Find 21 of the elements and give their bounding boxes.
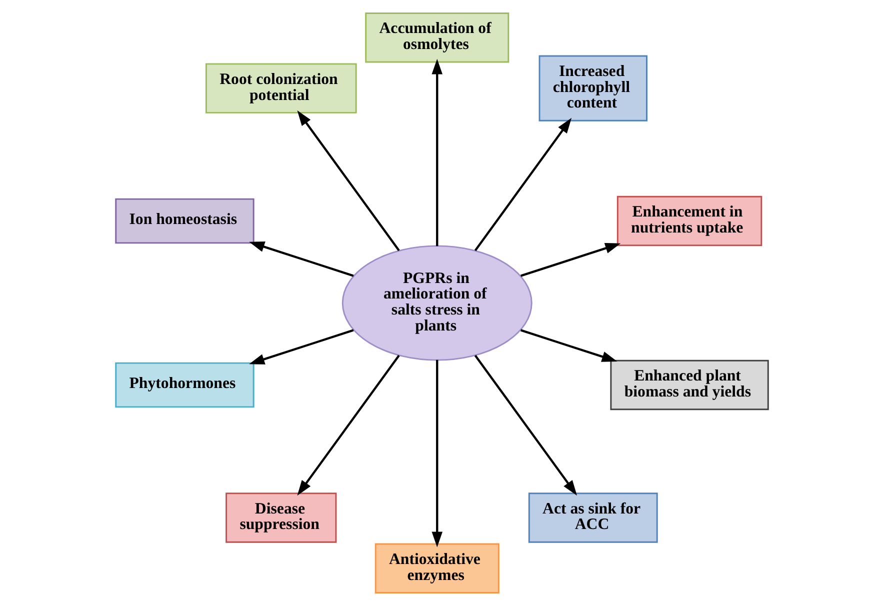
node-ellipse: PGPRs in amelioration of salts stress in plants (341, 245, 532, 361)
node-box: Act as sink for ACC (528, 492, 658, 543)
node-box: Root colonization potential (204, 63, 356, 114)
node-box: Antioxidative enzymes (374, 543, 499, 594)
arrow (248, 329, 354, 364)
node-box: Enhanced plant biomass and yields (610, 360, 768, 410)
node-box: Accumulation of osmolytes (364, 12, 509, 63)
node-box: Phytohormones (114, 362, 254, 408)
arrow (431, 360, 442, 548)
arrow (248, 242, 354, 277)
node-box: Enhancement in nutrients uptake (616, 196, 762, 246)
arrow (474, 354, 577, 496)
node-box: Ion homeostasis (114, 198, 254, 244)
arrow (474, 118, 572, 252)
arrow (520, 243, 620, 277)
arrow (296, 354, 400, 496)
node-box: Increased chlorophyll content (538, 55, 647, 122)
node-box: Disease suppression (225, 492, 336, 543)
arrow (431, 58, 442, 246)
arrow (296, 110, 400, 252)
arrow (520, 329, 617, 362)
